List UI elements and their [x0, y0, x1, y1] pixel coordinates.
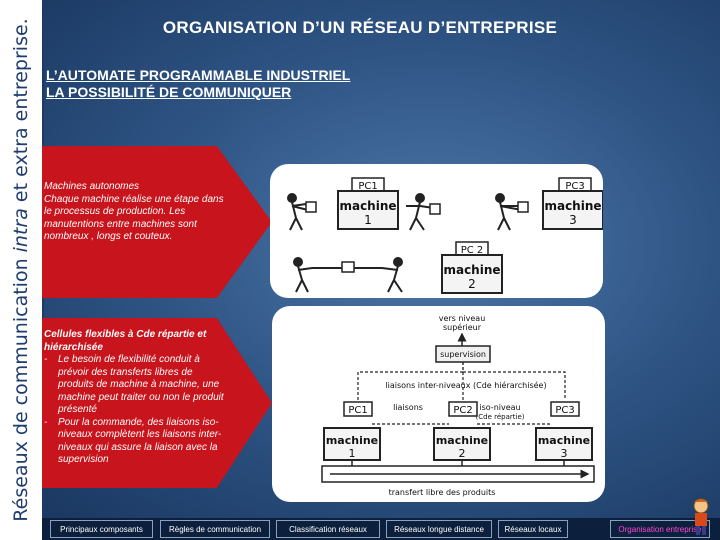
subtitle-line-2: LA POSSIBILITÉ DE COMMUNIQUER — [46, 84, 292, 100]
box2-item-2-text: Pour la commande, des liaisons iso-nivea… — [58, 416, 222, 466]
pc2-box: PC 2 — [455, 241, 489, 256]
box1-body: Chaque machine réalise une étape dans le… — [44, 193, 224, 243]
part-box-icon — [429, 203, 441, 215]
worker-figure-icon — [495, 193, 523, 231]
machine-3-number: 3 — [561, 447, 568, 460]
machine-3-word: machine — [544, 199, 601, 213]
red-arrow-box-1 — [42, 146, 272, 298]
pc3-box: PC3 — [558, 177, 592, 192]
nav-button-4[interactable]: Réseaux longue distance — [386, 520, 492, 538]
machine-3-box: machine 3 — [535, 427, 593, 461]
machine-1-word: machine — [339, 199, 396, 213]
machine-1-number: 1 — [364, 213, 372, 227]
sidebar-text-italic: intra — [10, 208, 32, 253]
page-title: ORGANISATION D’UN RÉSEAU D’ENTREPRISE — [162, 18, 558, 37]
pc3-box: PC3 — [550, 401, 580, 417]
machine-1-box: machine 1 — [323, 427, 381, 461]
bullet-dash: - — [44, 416, 48, 428]
bullet-dash: - — [44, 354, 48, 365]
transfert-libre-label: transfert libre des produits — [389, 488, 496, 497]
machine-2-box: machine 2 — [433, 427, 491, 461]
box2-item-1: -Le besoin de flexibilité conduit à prév… — [44, 354, 224, 417]
inter-level-link — [463, 371, 566, 400]
machines-autonomes-text: Machines autonomes Chaque machine réalis… — [44, 181, 234, 244]
liaisons-label: liaisons — [393, 403, 423, 412]
box2-heading: Cellules flexibles à Cde répartie et hié… — [44, 329, 207, 353]
conveyor — [321, 465, 595, 483]
machine-2-number: 2 — [459, 447, 466, 460]
red-arrow-box-2 — [42, 318, 272, 488]
box2-item-1-text: Le besoin de flexibilité conduit à prévo… — [58, 354, 224, 415]
pc3-label: PC3 — [555, 405, 574, 416]
part-box-icon — [517, 201, 529, 213]
pc2-box: PC2 — [448, 401, 478, 417]
box2-item-2: -Pour la commande, des liaisons iso-nive… — [44, 417, 224, 467]
part-box-icon — [341, 261, 355, 273]
supervision-box: supervision — [435, 345, 491, 363]
box1-heading: Machines autonomes — [44, 181, 140, 192]
machine-1-word: machine — [326, 434, 378, 447]
sidebar-text-part1: Réseaux de communication — [10, 252, 32, 522]
sidebar-vertical-title: Réseaux de communication intra et extra … — [10, 0, 32, 540]
sidebar: Réseaux de communication intra et extra … — [0, 0, 44, 540]
pc2-label: PC 2 — [461, 245, 484, 256]
autonomous-machines-diagram: PC1 PC3 PC 2 machine 1 machine 3 machine… — [270, 164, 603, 298]
pc1-box: PC1 — [351, 177, 385, 192]
inter-niveaux-label: liaisons inter-niveaux (Cde hiérarchisée… — [385, 380, 546, 390]
subtitle-line-1: L’AUTOMATE PROGRAMMABLE INDUSTRIEL — [46, 67, 351, 83]
cellules-flexibles-text: Cellules flexibles à Cde répartie et hié… — [44, 329, 224, 467]
worker-figure-icon — [293, 257, 313, 293]
vers-niveau-label: vers niveau — [439, 314, 486, 323]
pc1-label: PC1 — [348, 405, 367, 416]
nav-button-2[interactable]: Règles de communication — [160, 520, 270, 538]
machine-3-number: 3 — [569, 213, 577, 227]
worker-figure-icon — [406, 193, 435, 231]
pc1-box: PC1 — [343, 401, 373, 417]
machine-2-box: machine 2 — [441, 254, 503, 294]
machine-3-box: machine 3 — [542, 190, 603, 230]
worker-figure-icon — [287, 193, 309, 231]
mascot-character-icon — [693, 498, 709, 535]
nav-button-1[interactable]: Principaux composants — [50, 520, 153, 538]
pc2-label: PC2 — [453, 405, 472, 416]
box2-list: -Le besoin de flexibilité conduit à prév… — [44, 354, 224, 467]
machine-2-word: machine — [443, 263, 500, 277]
worker-figure-icon — [381, 257, 403, 293]
nav-button-6[interactable]: Organisation entreprise — [610, 520, 710, 538]
machine-1-number: 1 — [349, 447, 356, 460]
nav-button-5[interactable]: Réseaux locaux — [498, 520, 568, 538]
machine-2-number: 2 — [468, 277, 476, 291]
machine-2-word: machine — [436, 434, 488, 447]
flexible-cells-diagram: vers niveau supérieur supervision liaiso… — [272, 306, 605, 502]
part-box-icon — [305, 201, 317, 213]
pc3-label: PC3 — [565, 181, 584, 192]
cde-repartie-label: (Cde répartie) — [476, 413, 525, 421]
superieur-label: supérieur — [443, 322, 482, 332]
sidebar-text-part3: et extra entreprise. — [10, 18, 32, 209]
page-subtitle: L’AUTOMATE PROGRAMMABLE INDUSTRIEL LA PO… — [46, 67, 350, 101]
nav-button-3[interactable]: Classification réseaux — [276, 520, 380, 538]
machine-3-word: machine — [538, 434, 590, 447]
supervision-label: supervision — [440, 350, 486, 359]
pc1-label: PC1 — [358, 181, 377, 192]
iso-niveau-label: iso-niveau — [479, 403, 520, 412]
machine-1-box: machine 1 — [337, 190, 399, 230]
